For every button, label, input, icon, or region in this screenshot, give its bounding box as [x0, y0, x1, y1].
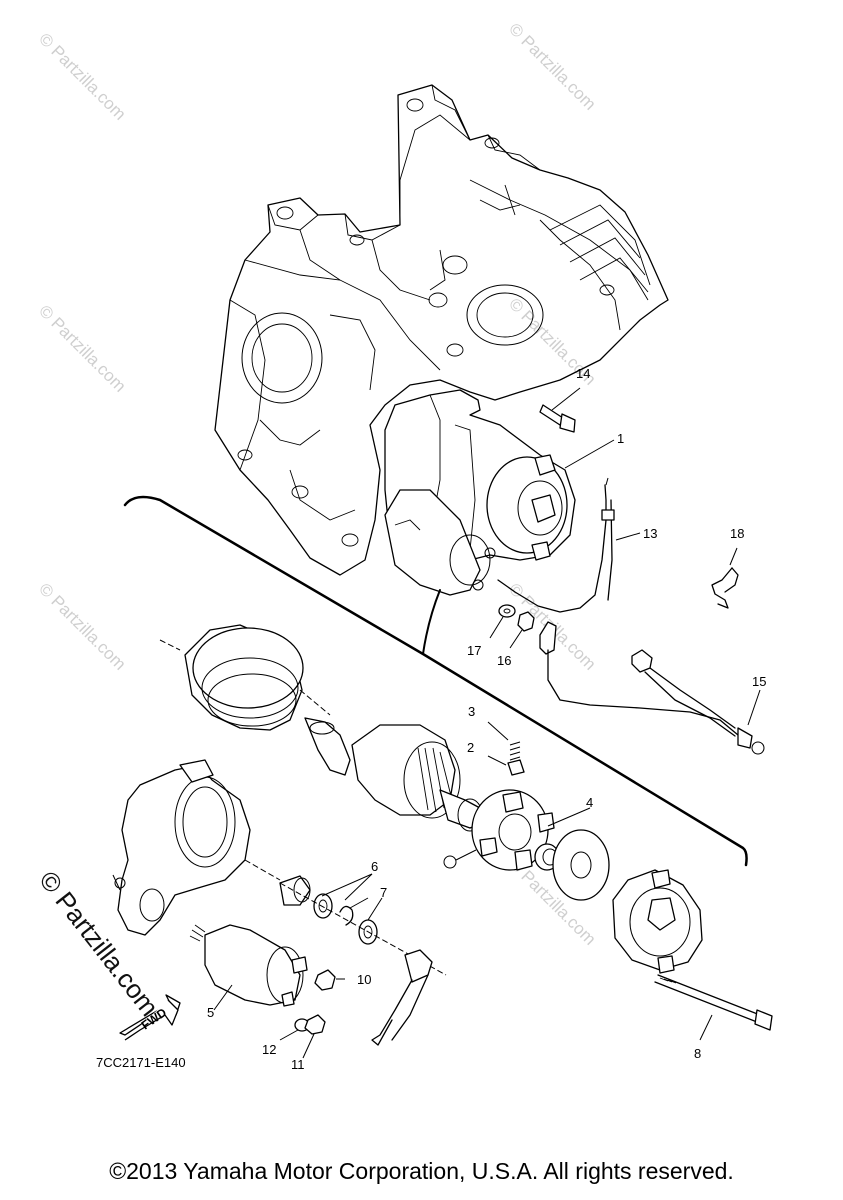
- callout-15: 15: [752, 674, 766, 689]
- clip-18: [711, 547, 739, 609]
- watermark: © Partzilla.com: [35, 29, 129, 123]
- starter-motor-assembly: [384, 389, 576, 596]
- copyright-notice: ©2013 Yamaha Motor Corporation, U.S.A. A…: [109, 1158, 734, 1184]
- nut-11: [302, 1014, 326, 1059]
- callout-2: 2: [467, 740, 474, 755]
- cable-15: [539, 621, 765, 755]
- callout-12: 12: [262, 1042, 276, 1057]
- leader-to-assembly: [422, 589, 441, 655]
- starter-yoke: [159, 624, 331, 731]
- callout-1: 1: [617, 431, 624, 446]
- brush-holder-4: [443, 789, 591, 871]
- engine-crankcase: [214, 84, 669, 576]
- nut-16: [509, 611, 535, 649]
- callout-18: 18: [730, 526, 744, 541]
- nut-10: [314, 969, 345, 991]
- bolt-14: [539, 387, 581, 433]
- thrust-washer: [552, 829, 610, 901]
- washer-6: [313, 873, 373, 919]
- solenoid-5: [189, 924, 308, 1011]
- watermark: © Partzilla.com: [35, 301, 129, 395]
- brush-2: [487, 755, 525, 776]
- callout-6: 6: [371, 859, 378, 874]
- through-bolt-8: [654, 974, 773, 1041]
- watermark: © Partzilla.com: [505, 19, 599, 113]
- callout-5: 5: [207, 1005, 214, 1020]
- nut-17: [489, 604, 516, 639]
- callout-3: 3: [468, 704, 475, 719]
- callout-17: 17: [467, 643, 481, 658]
- diagram-code: 7CC2171-E140: [96, 1055, 186, 1070]
- shift-lever: [371, 949, 433, 1046]
- spring-3: [487, 721, 521, 761]
- armature: [304, 717, 511, 832]
- callout-4: 4: [586, 795, 593, 810]
- bushing-6a: [279, 875, 311, 906]
- callout-8: 8: [694, 1046, 701, 1061]
- drive-end-frame: [112, 759, 281, 936]
- watermark: © Partzilla.com: [35, 579, 129, 673]
- callout-11: 11: [291, 1057, 305, 1072]
- rear-cover: [612, 869, 703, 974]
- callout-16: 16: [497, 653, 511, 668]
- callout-14: 14: [576, 366, 590, 381]
- callout-13: 13: [643, 526, 657, 541]
- callout-10: 10: [357, 972, 371, 987]
- washer-12: [279, 1018, 310, 1041]
- callout-labels: 14 1 13 18 17 16 15 3 2 4 6 7 10 5 12 11…: [96, 366, 766, 1072]
- e-clip-7: [339, 897, 369, 926]
- starter-cable-13: [497, 477, 641, 613]
- callout-7: 7: [380, 885, 387, 900]
